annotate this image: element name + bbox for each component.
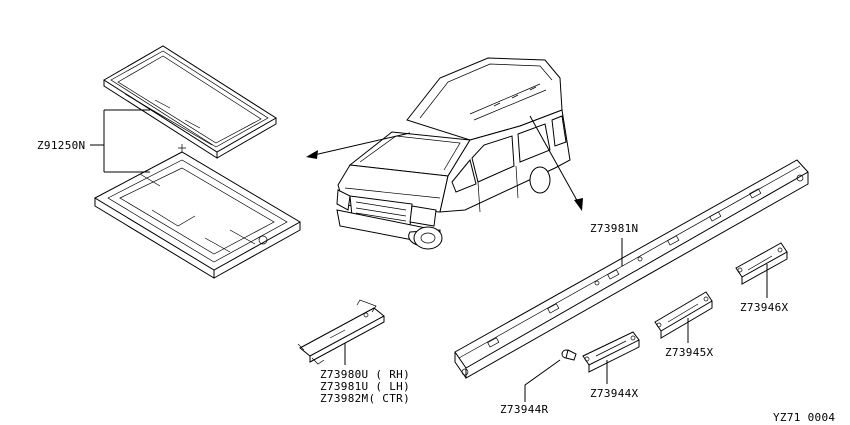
callout-roof-rail: Z73981N: [590, 222, 638, 266]
label-z73981n: Z73981N: [590, 222, 638, 235]
bracket-mid: [654, 291, 713, 339]
label-z73982m: Z73982M( CTR): [320, 392, 410, 405]
callout-roof-panel: Z91250N: [37, 109, 150, 173]
label-z73980u: Z73980U ( RH): [320, 368, 410, 381]
bracket-rear: [582, 331, 640, 373]
label-z73944x: Z73944X: [590, 387, 639, 400]
roof-panel-upper: [103, 45, 277, 159]
clip-part: [561, 349, 577, 361]
label-z73945x: Z73945X: [665, 346, 714, 359]
van-icon: [336, 57, 571, 250]
label-z91250n: Z91250N: [37, 139, 85, 152]
arrow-icon-2: [529, 115, 583, 211]
roof-rail: [454, 159, 809, 379]
arrow-icon: [306, 132, 411, 159]
label-z73944r: Z73944R: [500, 403, 549, 416]
label-z73981u: Z73981U ( LH): [320, 380, 410, 393]
roof-frame-lower: [93, 144, 302, 279]
crossmember-part: [297, 299, 385, 365]
diagram-id: YZ71 0004: [773, 411, 835, 424]
leader-z73944r: [524, 359, 561, 402]
label-z73946x: Z73946X: [740, 301, 789, 314]
bracket-small: [735, 242, 788, 285]
